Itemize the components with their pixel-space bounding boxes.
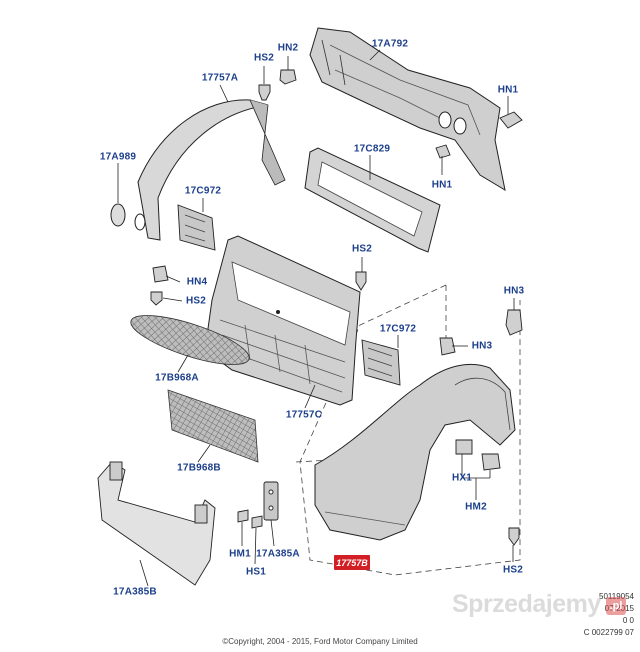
label-hx1: HX1 xyxy=(451,472,473,484)
bumper-cover-17757b xyxy=(314,363,516,541)
label-hs2-center: HS2 xyxy=(351,243,373,255)
label-hs2-left: HS2 xyxy=(185,295,207,307)
screw-hs2-left xyxy=(150,291,163,306)
clip-hx1 xyxy=(455,439,473,455)
reference-code-line1: 50119054 xyxy=(599,592,634,601)
bracket-17c972-left xyxy=(177,204,216,251)
bracket-17c972-right xyxy=(361,339,401,386)
label-17a385b: 17A385B xyxy=(113,586,157,598)
fasteners xyxy=(150,69,523,546)
label-hs1: HS1 xyxy=(245,566,267,578)
nut-hn3-top xyxy=(505,309,523,336)
nut-hn4 xyxy=(152,265,169,283)
bracket-17a385b xyxy=(97,461,216,586)
bracket-17a385a xyxy=(263,481,279,521)
watermark-text: Sprzedajemy xyxy=(452,590,601,618)
mesh-17b968a xyxy=(130,315,250,365)
label-hm2: HM2 xyxy=(465,501,487,513)
label-17c972-left: 17C972 xyxy=(184,185,222,197)
label-17757c: 17757C xyxy=(285,409,323,421)
nut-hn1-right xyxy=(499,111,523,129)
label-17757a: 17757A xyxy=(201,72,239,84)
label-hn4: HN4 xyxy=(186,276,208,288)
bolt-hm2 xyxy=(481,453,501,471)
screw-hs1 xyxy=(251,515,263,529)
label-hn3-top: HN3 xyxy=(503,285,525,297)
reference-code-line3: 0 0 xyxy=(622,616,634,625)
label-hm1: HM1 xyxy=(229,548,251,560)
label-17c829: 17C829 xyxy=(353,143,391,155)
label-17c972-right: 17C972 xyxy=(379,323,417,335)
watermark-badge: .pl xyxy=(606,597,626,615)
label-hs2-bottom: HS2 xyxy=(502,564,524,576)
grille-trim-17c829 xyxy=(304,147,441,253)
label-hs2-top: HS2 xyxy=(253,52,275,64)
screw-hs2-top xyxy=(258,84,271,101)
label-17a989: 17A989 xyxy=(99,151,137,163)
label-17b968b: 17B968B xyxy=(177,462,221,474)
label-hn1-right: HN1 xyxy=(497,84,519,96)
bolt-hm1 xyxy=(237,509,249,523)
label-hn2: HN2 xyxy=(277,42,299,54)
reference-code-line4: C 0022799 07 xyxy=(583,628,634,637)
label-17a385a: 17A385A xyxy=(256,548,300,560)
label-hn3-right: HN3 xyxy=(471,340,493,352)
nut-hn1-mid xyxy=(435,144,451,159)
main-grille-17757c xyxy=(204,235,361,406)
label-hn1-mid: HN1 xyxy=(431,179,453,191)
wheel-arch-17757a xyxy=(134,99,286,241)
label-17b968a: 17B968A xyxy=(155,372,199,384)
copyright-notice: ©Copyright, 2004 - 2015, Ford Motor Comp… xyxy=(222,637,418,646)
reinforcement-beam-17a792 xyxy=(309,27,506,192)
nut-hn3-right xyxy=(439,337,456,356)
screw-hs2-center xyxy=(355,271,367,291)
nut-hn2 xyxy=(279,69,297,85)
mesh-17b968b xyxy=(167,389,259,463)
leader-lines xyxy=(117,49,515,587)
cap-17a989 xyxy=(110,203,126,227)
label-17a792: 17A792 xyxy=(371,38,409,50)
screw-hs2-bottom xyxy=(508,527,520,546)
highlighted-part-17757b[interactable]: 17757B xyxy=(334,555,370,570)
